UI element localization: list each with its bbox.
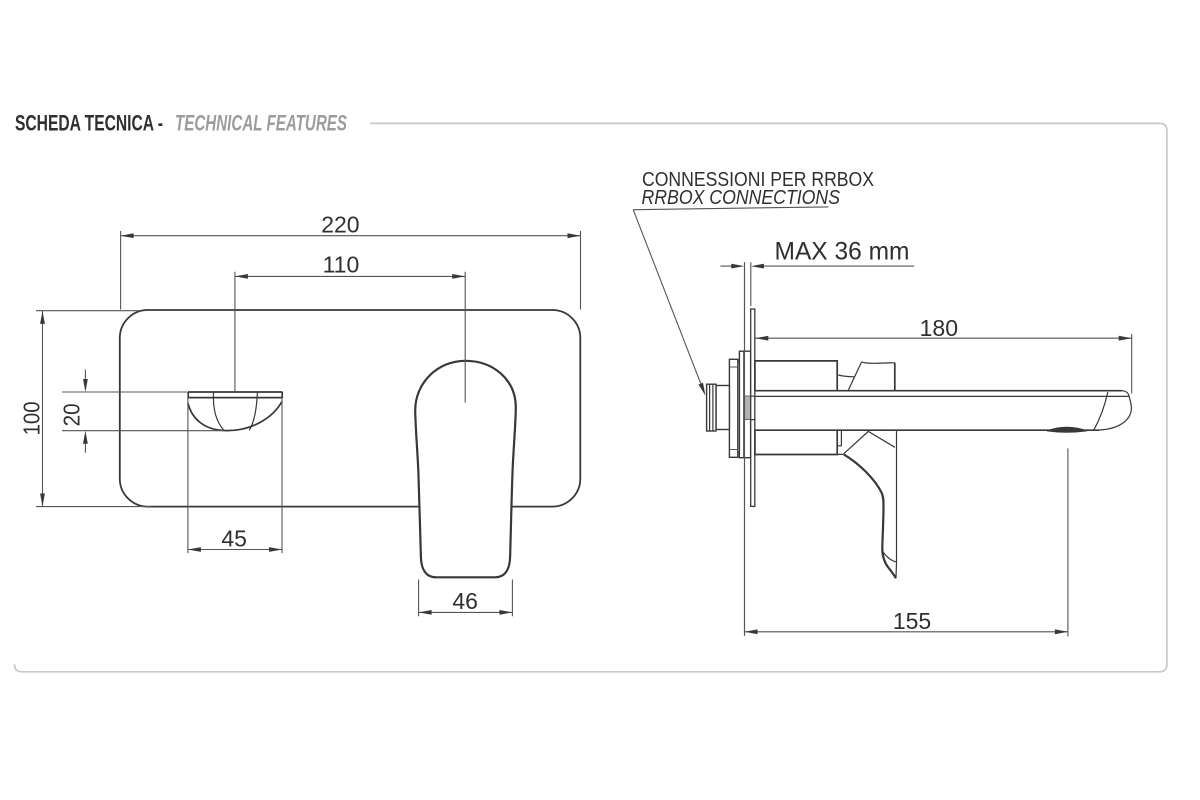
svg-text:46: 46 — [452, 588, 478, 614]
svg-text:155: 155 — [893, 608, 931, 634]
svg-text:220: 220 — [321, 212, 359, 238]
svg-text:110: 110 — [323, 252, 360, 278]
svg-text:TECHNICAL FEATURES: TECHNICAL FEATURES — [175, 111, 347, 136]
svg-text:MAX 36 mm: MAX 36 mm — [775, 238, 910, 266]
svg-text:100: 100 — [19, 401, 45, 435]
svg-text:20: 20 — [59, 403, 85, 426]
svg-text:45: 45 — [221, 526, 247, 552]
svg-text:SCHEDA TECNICA -: SCHEDA TECNICA - — [15, 111, 163, 136]
svg-text:RRBOX CONNECTIONS: RRBOX CONNECTIONS — [642, 186, 841, 209]
svg-text:CONNESSIONI PER RRBOX: CONNESSIONI PER RRBOX — [642, 168, 874, 191]
svg-text:180: 180 — [920, 315, 958, 341]
